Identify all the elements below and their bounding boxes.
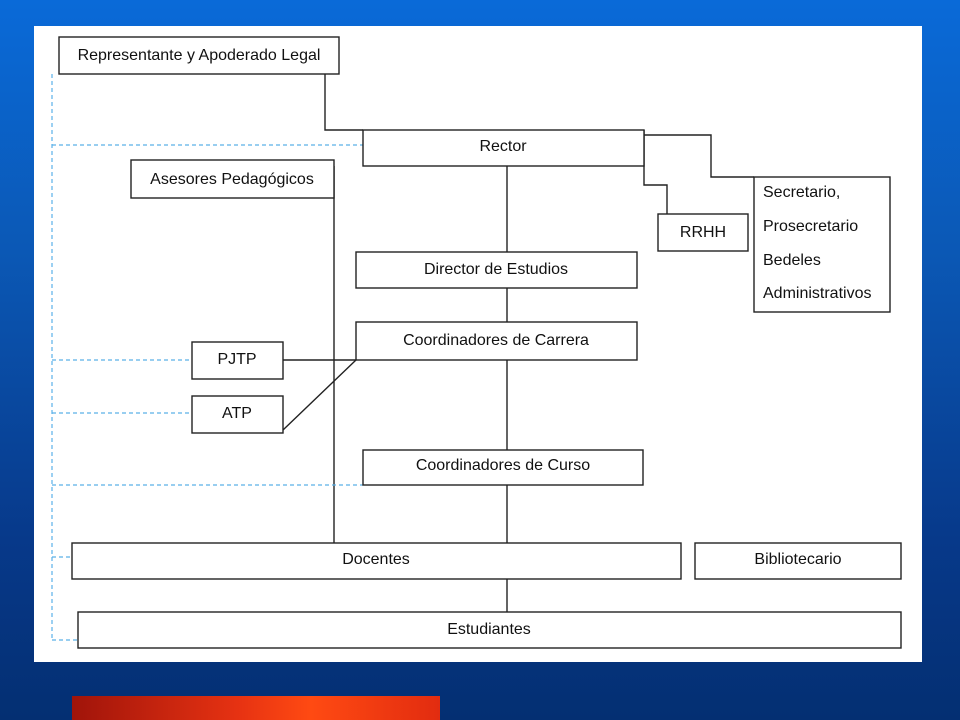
connector-legal-rector [324,74,363,131]
node-director-label: Director de Estudios [424,261,568,278]
node-estudiantes-label: Estudiantes [447,621,531,638]
org-chart: Representante y Apoderado Legal Rector A… [51,36,902,649]
node-secretaria-line-1: Secretario, [763,184,840,201]
node-legal: Representante y Apoderado Legal [58,36,340,75]
dashed-connectors [51,74,363,641]
node-coord-curso-label: Coordinadores de Curso [416,457,590,474]
node-rector: Rector [362,129,645,167]
node-secretaria: Secretario, Prosecretario Bedeles Admini… [753,176,891,313]
connector-atp-coord-carrera [282,359,357,431]
node-pjtp-label: PJTP [217,351,256,368]
diagram-canvas: Representante y Apoderado Legal Rector A… [34,26,922,662]
connector-rector-rrhh [643,130,668,214]
node-rrhh: RRHH [657,213,749,252]
node-legal-label: Representante y Apoderado Legal [78,47,321,64]
node-atp-label: ATP [222,405,252,422]
node-bibliotecario-label: Bibliotecario [754,551,841,568]
connector-rector-secretaria [644,134,754,178]
node-bibliotecario: Bibliotecario [694,542,902,580]
node-estudiantes: Estudiantes [77,611,902,649]
node-rector-label: Rector [479,138,527,155]
node-coord-carrera: Coordinadores de Carrera [355,321,638,361]
node-docentes-label: Docentes [342,551,410,568]
decorative-accent-bar [72,696,440,720]
node-coord-carrera-label: Coordinadores de Carrera [403,332,589,349]
node-docentes: Docentes [71,542,682,580]
node-secretaria-line-3: Bedeles [763,252,821,269]
node-secretaria-line-4: Administrativos [763,285,871,302]
node-coord-curso: Coordinadores de Curso [362,449,644,486]
node-pjtp: PJTP [191,341,284,380]
node-asesores: Asesores Pedagógicos [130,159,335,199]
node-atp: ATP [191,395,284,434]
node-secretaria-line-2: Prosecretario [763,218,858,235]
node-asesores-label: Asesores Pedagógicos [150,171,314,188]
node-rrhh-label: RRHH [680,224,726,241]
node-director: Director de Estudios [355,251,638,289]
